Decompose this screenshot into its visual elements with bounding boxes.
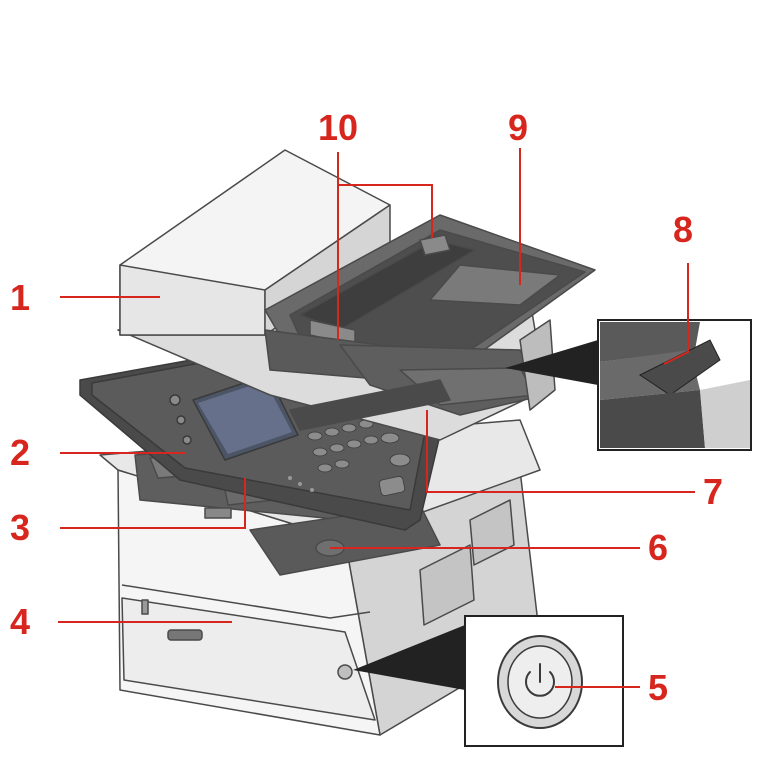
- callout-10: 10: [318, 107, 359, 148]
- original-stopper-inset: [505, 319, 752, 451]
- callout-9: 9: [508, 107, 529, 148]
- document-processor: [117, 149, 596, 441]
- cassette-handle: [167, 629, 203, 641]
- callout-7: 7: [703, 471, 724, 512]
- callout-8: 8: [673, 209, 694, 250]
- callout-5: 5: [648, 667, 669, 708]
- callout-6: 6: [648, 527, 669, 568]
- original-width-guide-right: [419, 234, 451, 256]
- callout-2: 2: [10, 432, 31, 473]
- power-switch-inset: [353, 615, 624, 747]
- power-button-icon: [525, 663, 555, 697]
- leader-lines: [58, 148, 695, 688]
- callout-3: 3: [10, 507, 31, 548]
- callout-4: 4: [10, 601, 31, 642]
- callout-1: 1: [10, 277, 31, 318]
- side-power-button: [337, 664, 353, 680]
